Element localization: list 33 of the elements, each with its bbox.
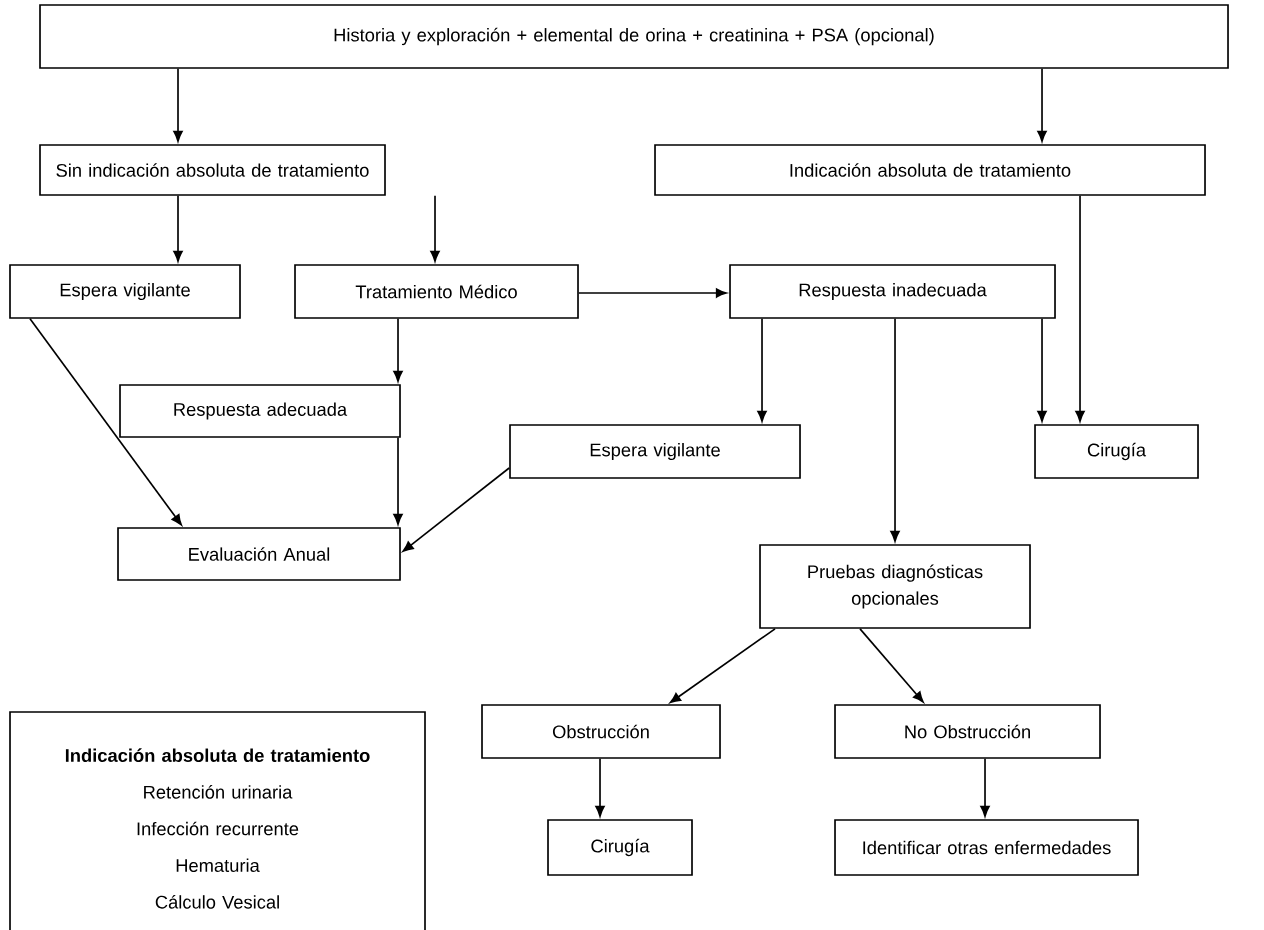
arrow [430, 195, 440, 262]
process-box: Indicación absoluta de tratamiento [654, 144, 1206, 196]
arrow [393, 437, 403, 525]
arrow [1075, 195, 1085, 422]
arrow [669, 628, 776, 704]
arrow [980, 758, 990, 817]
process-box: Respuesta inadecuada [729, 264, 1056, 319]
process-box: Espera vigilante [9, 264, 241, 319]
process-box: Espera vigilante [509, 424, 801, 479]
process-box: Cirugía [547, 819, 693, 876]
arrow [890, 318, 900, 542]
process-box: Pruebas diagnósticas opcionales [759, 544, 1031, 629]
process-box: Tratamiento Médico [294, 264, 579, 319]
process-box: Sin indicación absoluta de tratamiento [39, 144, 386, 196]
arrow [578, 288, 727, 298]
arrow [29, 318, 182, 526]
arrow [402, 467, 510, 552]
process-box: Respuesta adecuada [119, 384, 401, 438]
arrow [757, 318, 767, 422]
process-box: Identificar otras enfermedades [834, 819, 1139, 876]
process-box: Evaluación Anual [117, 527, 401, 581]
arrow [173, 68, 183, 142]
arrow [595, 758, 605, 817]
note-box: Indicación absoluta de tratamiento Retención urinaria Infección recurrente Hematuria Cálculo Vesical [9, 711, 426, 930]
arrow [173, 195, 183, 262]
process-box: No Obstrucción [834, 704, 1101, 759]
arrow [1037, 68, 1047, 142]
process-box: Cirugía [1034, 424, 1199, 479]
arrow [393, 318, 403, 382]
arrow [859, 628, 924, 703]
process-box: Historia y exploración + elemental de orina + creatinina + PSA (opcional) [39, 4, 1229, 69]
process-box: Obstrucción [481, 704, 721, 759]
arrow [1037, 318, 1047, 422]
